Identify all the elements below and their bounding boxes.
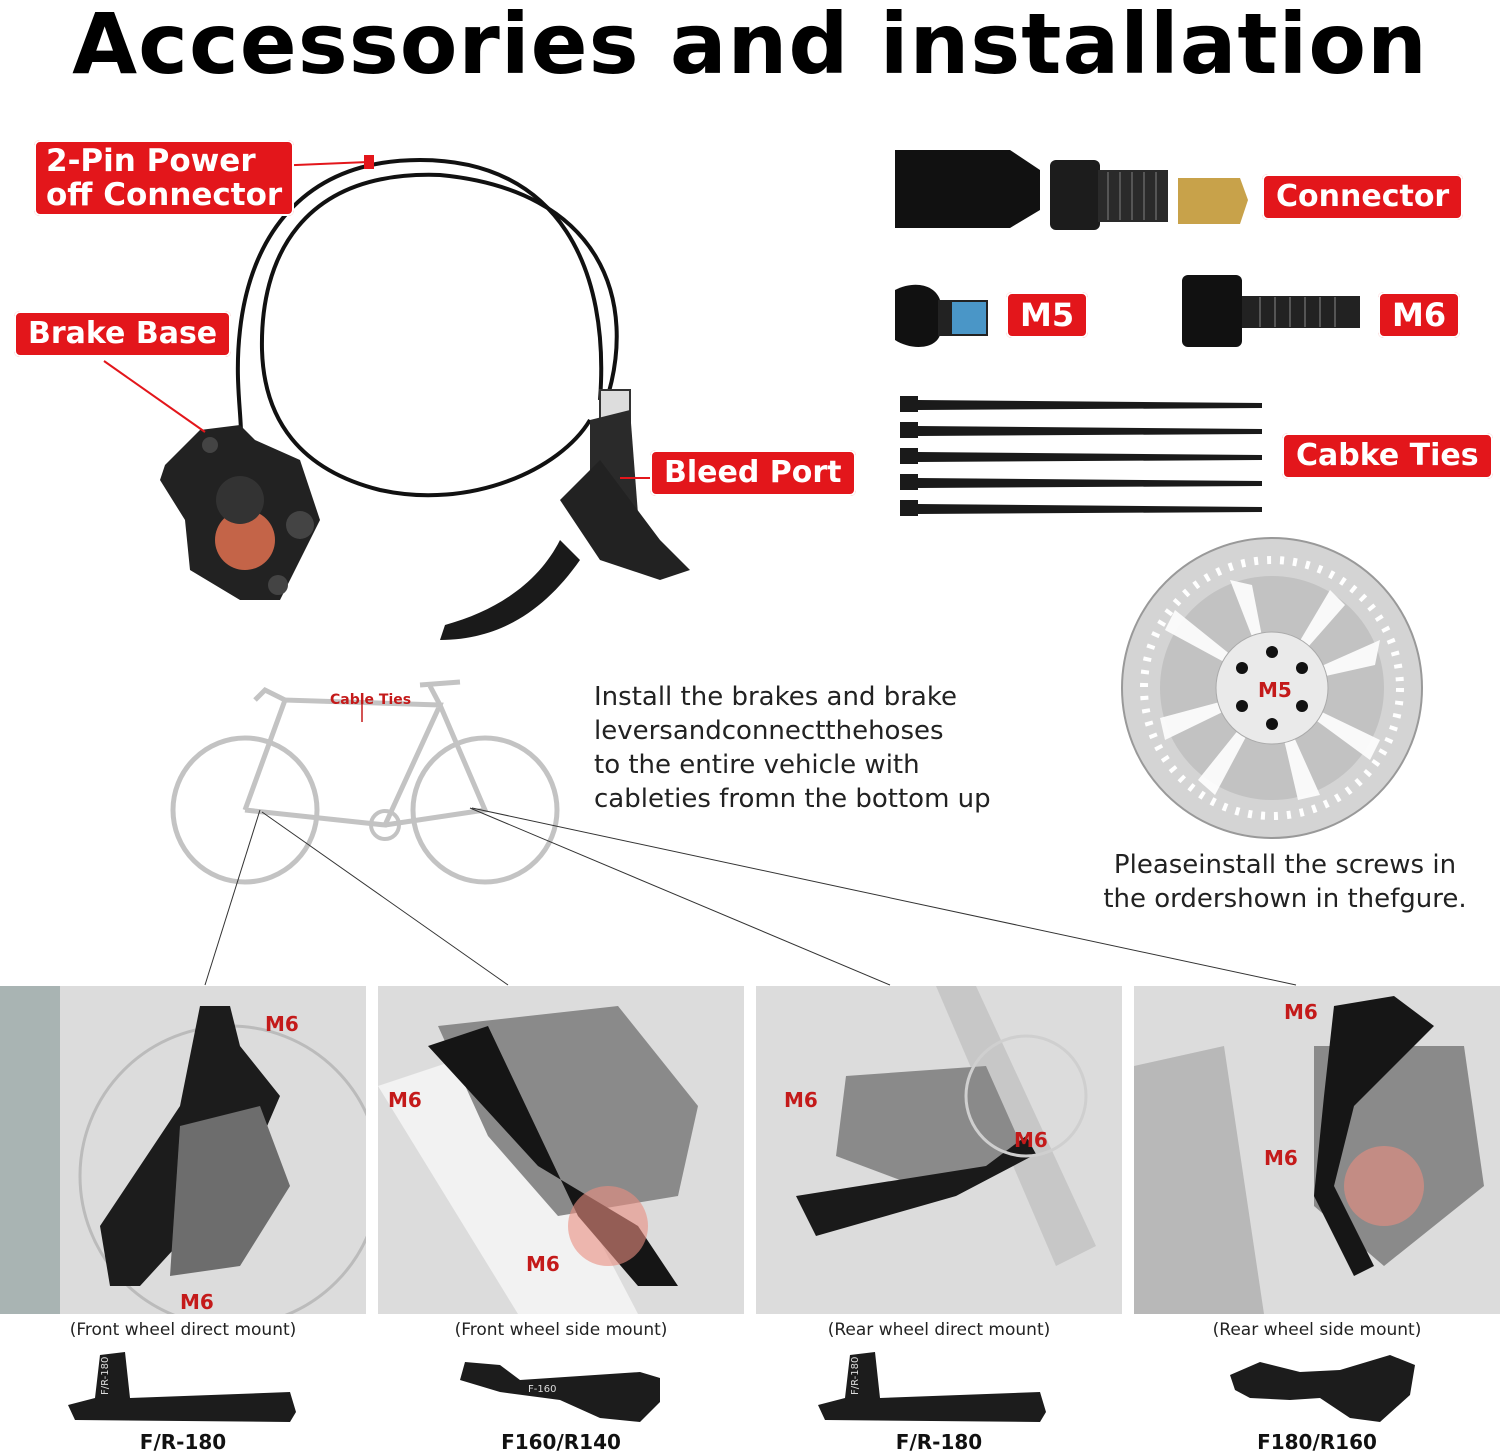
adapter-engraving: F/R-180 bbox=[850, 1356, 861, 1395]
m6-label: M6 bbox=[1284, 1000, 1318, 1024]
mount-pointer-lines bbox=[204, 807, 1297, 986]
bleed-port-tag: Bleed Port bbox=[650, 450, 856, 496]
mount-photo-front-direct: M6 M6 bbox=[0, 986, 366, 1314]
mount-caption: (Rear wheel side mount) bbox=[1212, 1320, 1422, 1340]
mount-photo-front-side: M6 M6 bbox=[378, 986, 744, 1314]
connector-marker bbox=[364, 155, 374, 169]
m6-label: M6 bbox=[180, 1290, 214, 1314]
m6-label: M6 bbox=[265, 1012, 299, 1036]
power-connector-line-1: 2-Pin Power bbox=[46, 143, 256, 179]
connector-parts bbox=[895, 150, 1248, 230]
cable-ties-tag: Cabke Ties bbox=[1282, 433, 1493, 479]
m6-label: M6 bbox=[388, 1088, 422, 1112]
brake-rotor bbox=[1121, 537, 1423, 839]
mount-photo-rear-side: M6 M6 bbox=[1134, 986, 1500, 1314]
bicycle bbox=[170, 679, 560, 885]
instruction-line: leversandconnectthehoses bbox=[594, 716, 944, 746]
instruction-line: cableties fromn the bottom up bbox=[594, 784, 991, 814]
m6-label: M6 bbox=[1264, 1146, 1298, 1170]
brake-caliper bbox=[160, 425, 320, 600]
connector-tag: Connector bbox=[1262, 174, 1464, 220]
m5-screw bbox=[895, 284, 988, 347]
adapter-engraving: F/R-180 bbox=[100, 1356, 111, 1395]
page-title: Accessories and installation bbox=[72, 0, 1428, 93]
m6-label: M6 bbox=[784, 1088, 818, 1112]
mount-caption: (Front wheel side mount) bbox=[454, 1320, 668, 1340]
adapter-name: F160/R140 bbox=[501, 1430, 621, 1454]
rotor-note-line: the ordershown in thefgure. bbox=[1103, 884, 1467, 914]
m6-label: M6 bbox=[526, 1252, 560, 1276]
power-connector-tag: 2-Pin Power off Connector bbox=[34, 140, 295, 216]
mount-caption: (Front wheel direct mount) bbox=[69, 1320, 297, 1340]
brake-lever bbox=[440, 389, 690, 640]
adapter-name: F180/R160 bbox=[1257, 1430, 1377, 1454]
cable-ties bbox=[900, 396, 1262, 516]
adapter-engraving: F-160 bbox=[528, 1384, 557, 1395]
adapter-name: F/R-180 bbox=[895, 1430, 983, 1454]
m6-tag: M6 bbox=[1378, 292, 1461, 338]
instruction-line: Install the brakes and brake bbox=[594, 682, 957, 712]
m6-label: M6 bbox=[1014, 1128, 1048, 1152]
power-connector-line-2: off Connector bbox=[46, 177, 283, 213]
rotor-note: Pleaseinstall the screws in the ordersho… bbox=[1080, 848, 1490, 916]
m6-screw bbox=[1182, 275, 1360, 347]
bike-cable-ties-label: Cable Ties bbox=[330, 692, 412, 708]
mount-caption: (Rear wheel direct mount) bbox=[827, 1320, 1051, 1340]
adapter-drawings bbox=[68, 1352, 1415, 1422]
brake-base-tag: Brake Base bbox=[14, 311, 232, 357]
adapter-name: F/R-180 bbox=[139, 1430, 227, 1454]
brake-hose bbox=[233, 157, 619, 498]
install-instructions: Install the brakes and brake leversandco… bbox=[594, 680, 991, 816]
mount-photo-rear-direct: M6 M6 bbox=[756, 986, 1122, 1314]
m5-tag: M5 bbox=[1006, 292, 1089, 338]
instruction-line: to the entire vehicle with bbox=[594, 750, 920, 780]
rotor-note-line: Pleaseinstall the screws in bbox=[1113, 850, 1457, 880]
rotor-m5-label: M5 bbox=[1258, 678, 1292, 702]
